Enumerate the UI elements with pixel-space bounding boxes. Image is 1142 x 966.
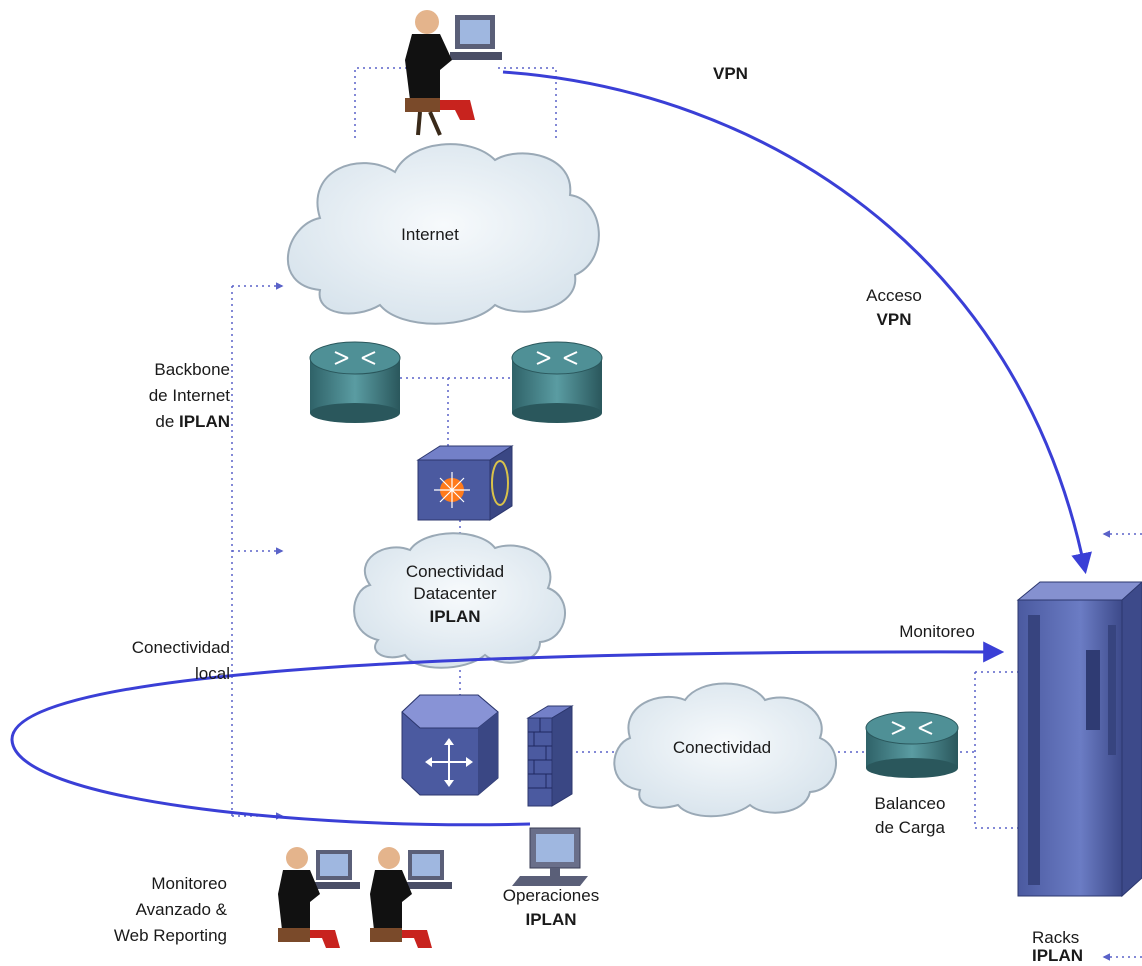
operaciones-label-line1: Operaciones: [502, 886, 600, 905]
vpn-label: VPN: [713, 64, 748, 83]
monitoreo-avanzado-label-line3: Web Reporting: [113, 926, 227, 945]
acceso-vpn-label-line1: Acceso: [866, 286, 922, 305]
monitoreo-avanzado-label-line2: Avanzado &: [135, 900, 227, 919]
core-switch-icon: [401, 694, 499, 796]
acceso-vpn-label-line2: VPN: [876, 310, 912, 329]
racks-label-line1: Racks: [1032, 928, 1080, 947]
backbone-label-line3: de IPLAN: [155, 410, 230, 434]
load-balancer-router-icon: [865, 711, 959, 778]
datacenter-label-line1: Conectividad: [405, 562, 505, 581]
internet-label: Internet: [401, 225, 459, 244]
person-at-computer-icon: [278, 847, 360, 948]
monitoreo-label: Monitoreo: [899, 622, 975, 641]
monitoreo-avanzado-label-line1: Monitoreo: [151, 874, 227, 893]
backbone-label-iplan: IPLAN: [179, 412, 230, 431]
person-at-computer-icon: [370, 847, 452, 948]
backbone-label-line2: de Internet: [148, 386, 230, 405]
operaciones-label-line2: IPLAN: [525, 910, 577, 929]
balanceo-label-line1: Balanceo: [874, 794, 946, 813]
conectividad-label: Conectividad: [672, 738, 772, 757]
backbone-label-prefix: de: [155, 412, 179, 431]
firewall-icon: [526, 705, 574, 807]
workstation-icon: [512, 827, 588, 886]
router-icon: [309, 341, 401, 423]
racks-label-line2: IPLAN: [1032, 946, 1083, 965]
local-label-line1: Conectividad: [131, 638, 230, 657]
datacenter-cloud: [353, 532, 566, 669]
vpn-access-arrow: [502, 70, 1092, 575]
datacenter-label-line3: IPLAN: [429, 607, 481, 626]
monitoring-loop-arrow: [10, 641, 1005, 827]
conectividad-cloud: [613, 682, 837, 818]
server-rack-icon: [1016, 581, 1142, 898]
datacenter-label-line2: Datacenter: [413, 584, 497, 603]
backbone-label-line1: Backbone: [154, 360, 230, 379]
person-at-computer-icon: [405, 10, 502, 136]
router-icon: [511, 341, 603, 423]
balanceo-label-line2: de Carga: [875, 818, 945, 837]
internet-cloud: [286, 143, 600, 325]
local-label-line2: local: [195, 664, 230, 683]
multilayer-switch-icon: [416, 445, 514, 521]
